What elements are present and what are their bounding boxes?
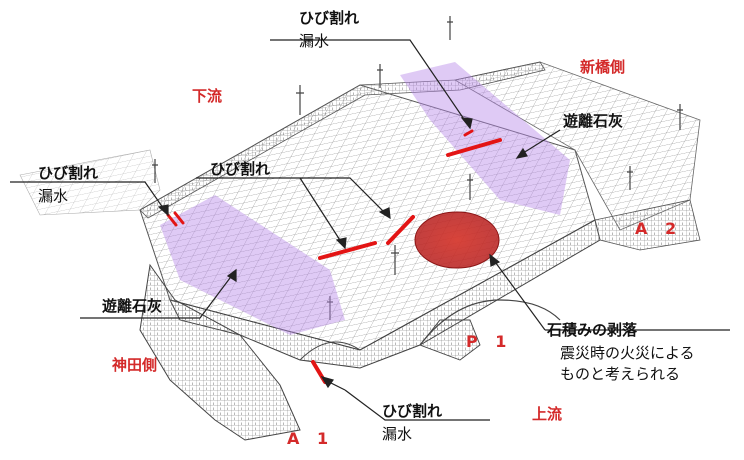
efflorescence-right-label: 遊離石灰 <box>563 112 624 130</box>
bottom-crack-label: ひび割れ <box>382 402 443 420</box>
lamp-posts <box>152 16 683 320</box>
efflorescence-zone-right <box>400 62 570 215</box>
abutment-a1-label: A 1 <box>287 429 335 448</box>
downstream-label: 下流 <box>192 87 223 105</box>
top-crack-label: ひび割れ <box>299 9 360 27</box>
top-leak-label: 漏水 <box>299 32 330 50</box>
efflorescence-zone-left <box>160 195 345 335</box>
kanda-side-label: 神田側 <box>112 356 158 374</box>
abutment-a2-stone <box>594 199 701 251</box>
spalling-note-line1: 震災時の火災による <box>560 344 695 362</box>
abutment-a2-label: A 2 <box>635 219 683 238</box>
crack-marks <box>166 129 502 384</box>
center-crack-label: ひび割れ <box>210 160 271 178</box>
spalling-title-label: 石積みの剥落 <box>547 321 638 339</box>
spalling-area <box>414 211 500 269</box>
leader-lines <box>10 39 730 421</box>
left-crack-label: ひび割れ <box>38 164 99 182</box>
efflorescence-left-label: 遊離石灰 <box>102 297 163 315</box>
arch-a1 <box>299 341 361 361</box>
left-leak-label: 漏水 <box>38 187 69 205</box>
shinbashi-side-label: 新橋側 <box>580 58 626 76</box>
back-parapet <box>139 61 546 219</box>
abutment-a1-stone <box>139 263 301 441</box>
spalling-note-line2: ものと考えられる <box>560 365 681 383</box>
bottom-leak-label: 漏水 <box>382 425 413 443</box>
upstream-label: 上流 <box>532 405 563 423</box>
pier-p1 <box>419 319 481 361</box>
pier-p1-label: P 1 <box>466 332 513 351</box>
